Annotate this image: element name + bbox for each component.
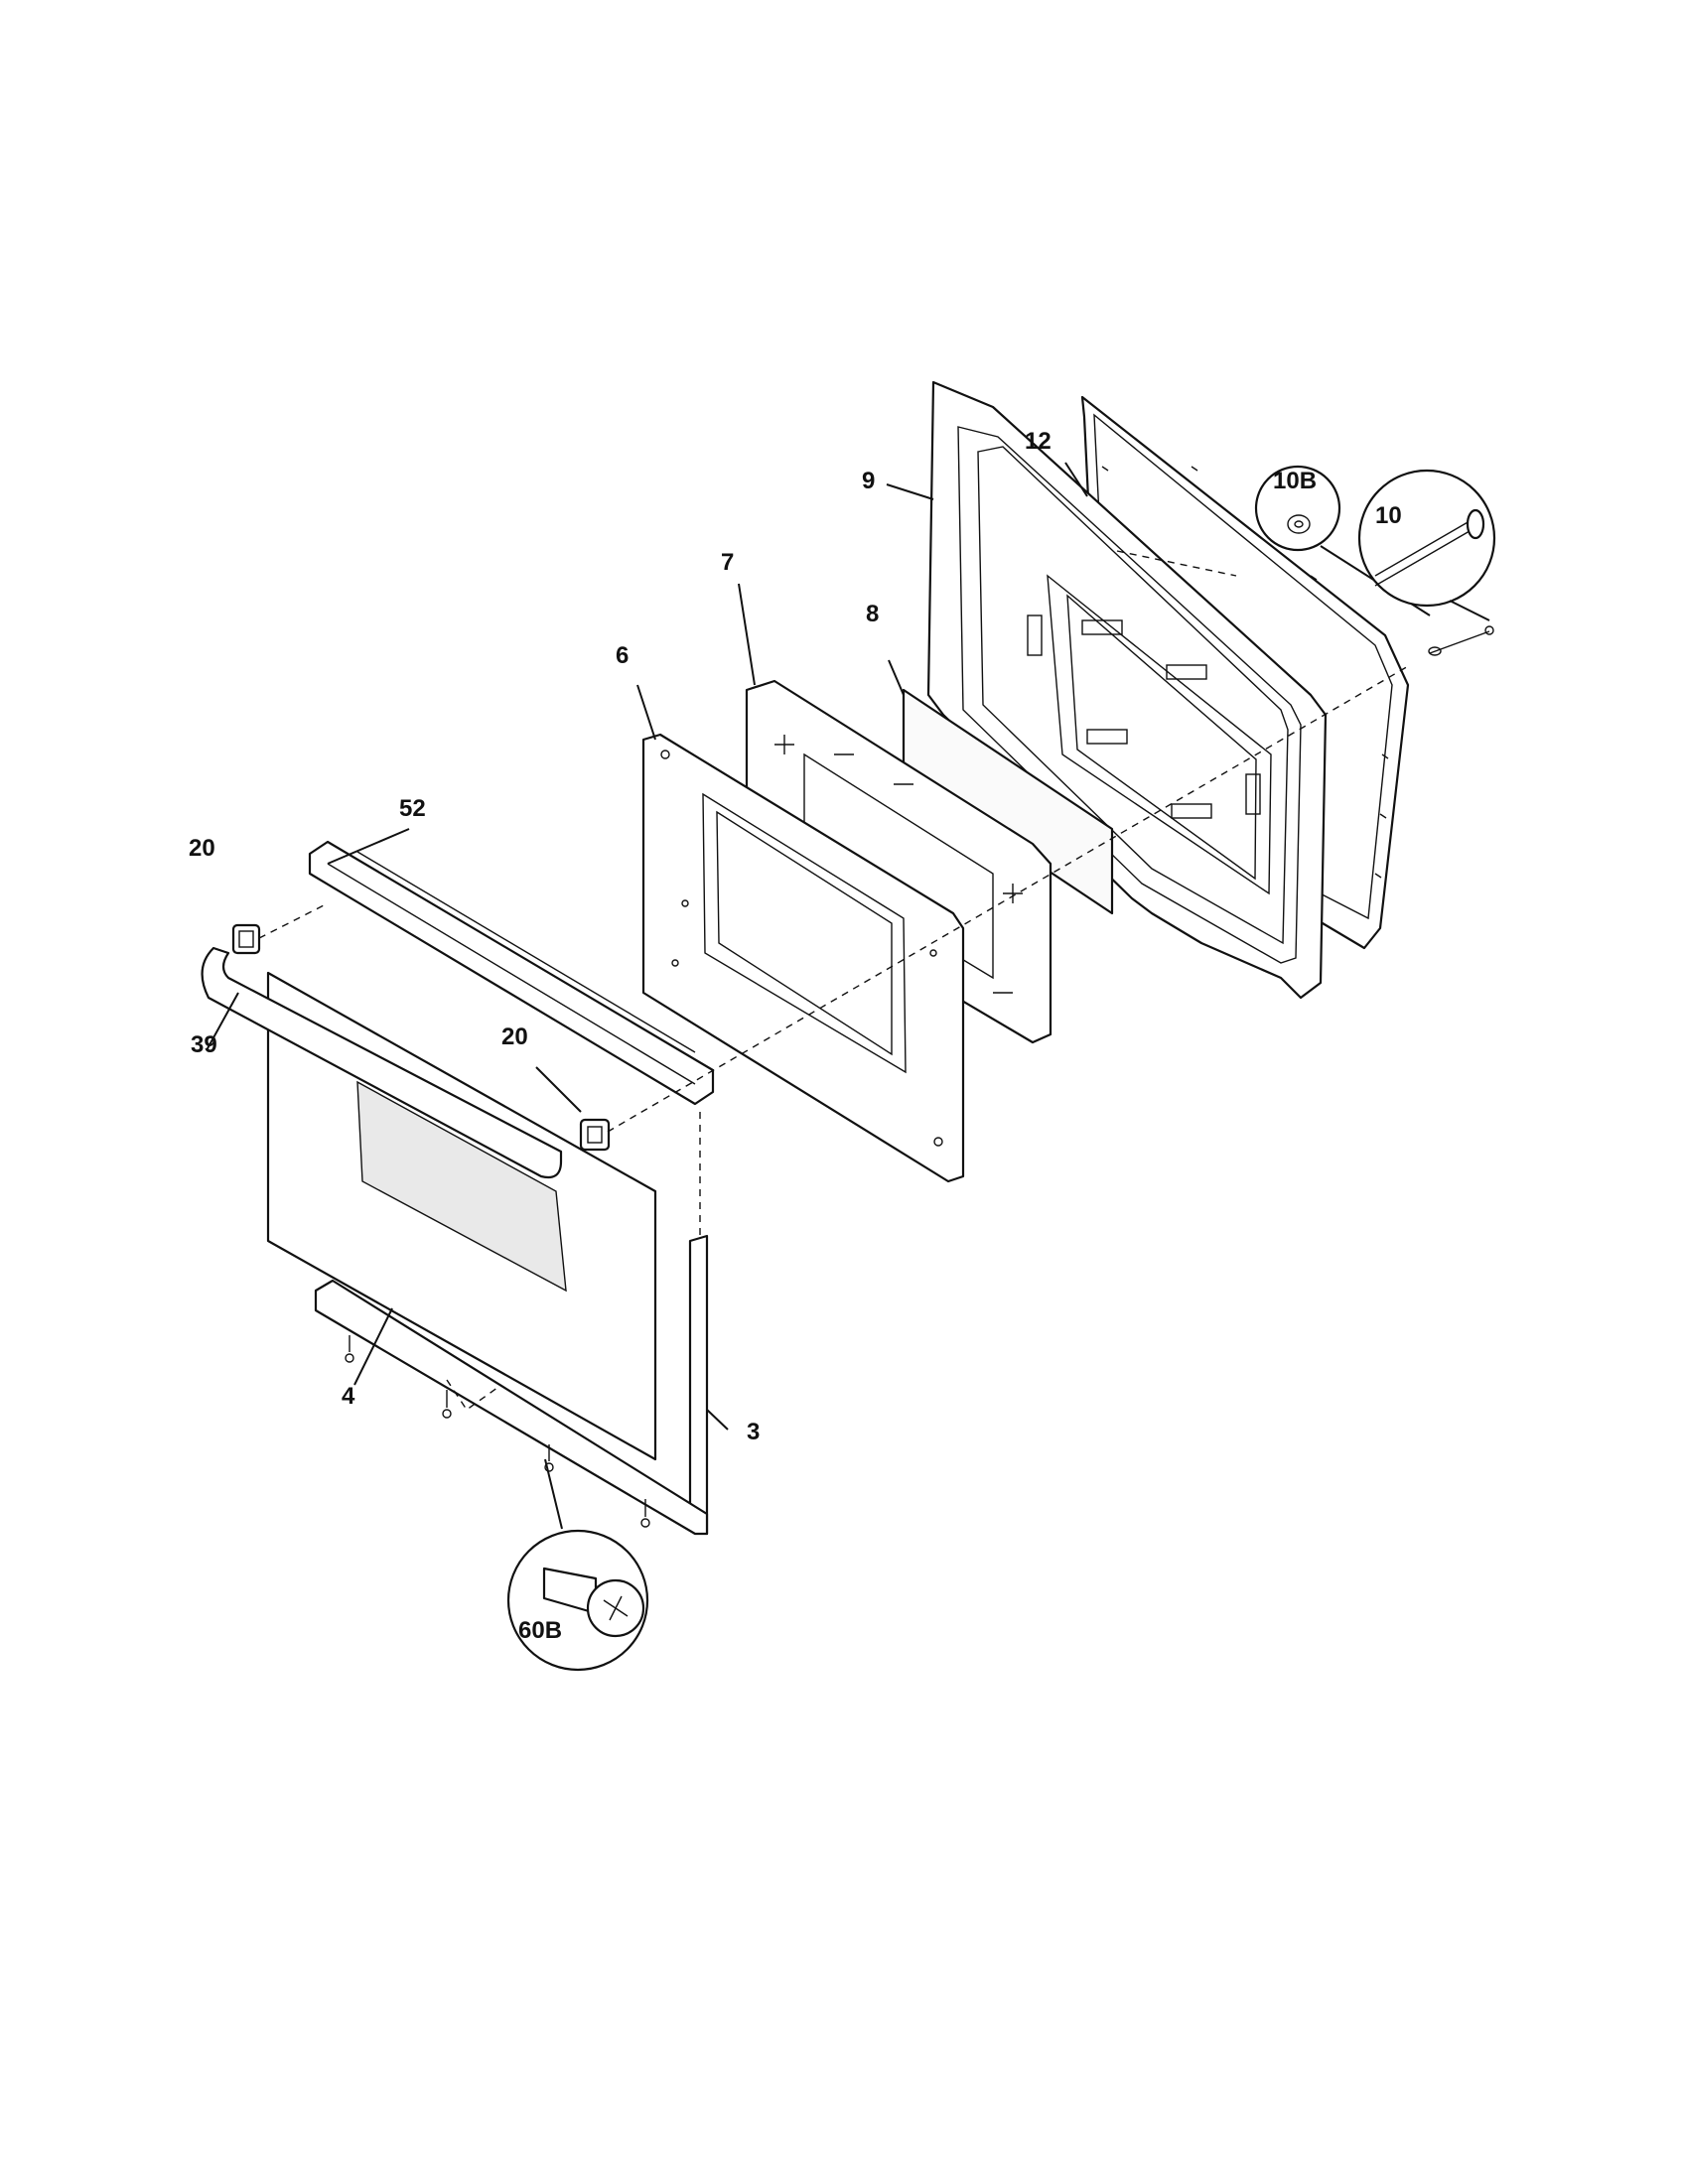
callout-20-top: 20 xyxy=(189,835,215,862)
callout-10b: 10B xyxy=(1273,468,1317,494)
part-4-window-glass xyxy=(356,1080,567,1293)
callout-7: 7 xyxy=(721,549,734,576)
part-6-inner-door-panel xyxy=(641,733,965,1183)
part-52-top-trim xyxy=(308,840,715,1106)
part-10-rod-assembly xyxy=(1428,625,1494,656)
callout-20-mid: 20 xyxy=(501,1024,528,1050)
part-20-handle-mount-mid xyxy=(579,1118,611,1152)
part-20-handle-mount-top xyxy=(231,923,261,955)
part-9-inner-liner xyxy=(926,380,1328,1000)
callout-8: 8 xyxy=(866,601,879,627)
callout-39: 39 xyxy=(191,1031,217,1058)
callout-bubble-60b xyxy=(506,1529,649,1672)
callout-6: 6 xyxy=(616,642,629,669)
callout-bubble-10 xyxy=(1357,469,1496,621)
part-39-handle xyxy=(201,946,563,1179)
callout-3: 3 xyxy=(747,1419,760,1445)
leader-lines xyxy=(206,462,1088,1530)
bottom-screws xyxy=(345,1335,650,1528)
callout-4: 4 xyxy=(342,1383,355,1410)
callout-9: 9 xyxy=(862,468,875,494)
alignment-lines xyxy=(258,550,1411,1411)
callout-10: 10 xyxy=(1375,502,1402,529)
callout-12: 12 xyxy=(1025,428,1052,455)
callout-52: 52 xyxy=(399,795,426,822)
callout-60b: 60B xyxy=(518,1617,562,1644)
part-8-glass-panel xyxy=(902,688,1114,915)
